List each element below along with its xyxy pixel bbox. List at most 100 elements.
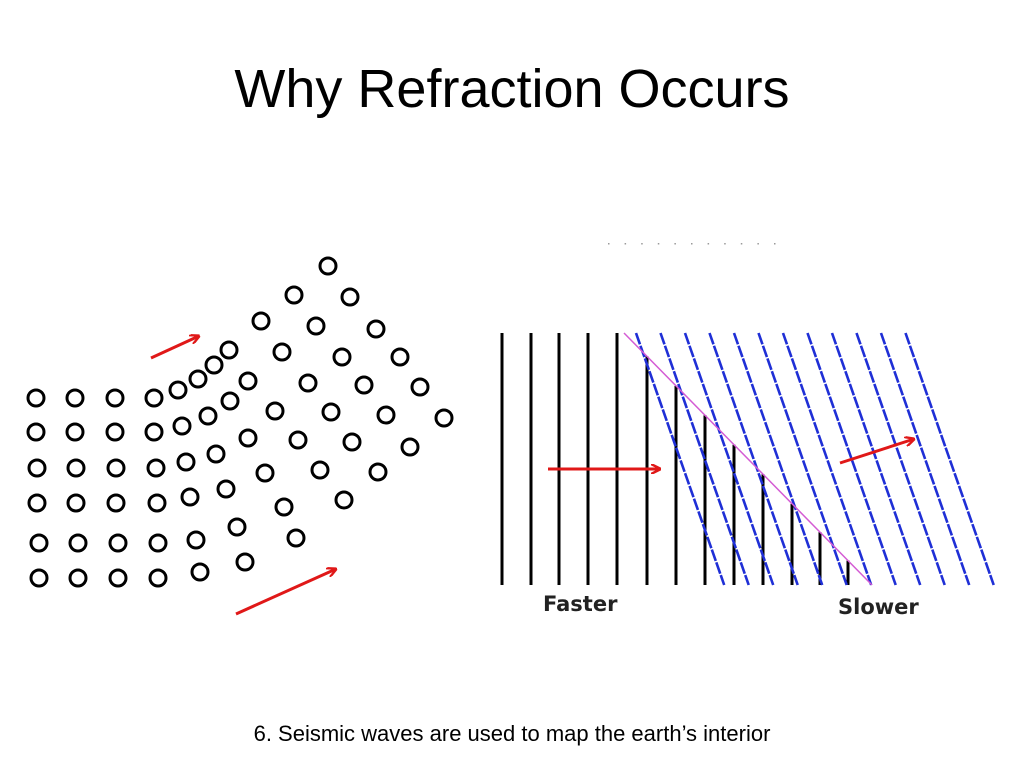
particle-9-1 — [306, 316, 326, 336]
particle-0-3 — [27, 493, 47, 513]
particle-0-0 — [26, 388, 46, 408]
particle-3-2 — [146, 458, 166, 478]
dot-10 — [774, 243, 776, 245]
particle-10-0 — [318, 256, 338, 276]
particle-4-2 — [176, 452, 196, 472]
slow-medium-wavefronts — [634, 332, 995, 586]
particle-2-5 — [108, 568, 128, 588]
particle-1-5 — [68, 568, 88, 588]
particle-6-1 — [220, 391, 240, 411]
slow-wavefront-6 — [781, 332, 873, 586]
slow-wavefront-4 — [732, 332, 824, 586]
particle-0-4 — [29, 533, 49, 553]
particle-5-4 — [227, 517, 247, 537]
slow-wavefront-10 — [879, 332, 971, 586]
particle-3-3 — [147, 493, 167, 513]
particle-4-5 — [190, 562, 210, 582]
slow-wavefront-1 — [659, 332, 750, 586]
dot-8 — [740, 243, 743, 245]
particle-3-0 — [144, 388, 164, 408]
particle-0-1 — [26, 422, 46, 442]
particle-2-1 — [105, 422, 125, 442]
particle-5-2 — [206, 444, 226, 464]
particle-1-4 — [68, 533, 88, 553]
dot-1 — [624, 243, 627, 245]
particle-5-1 — [198, 406, 218, 426]
particle-7-4 — [310, 460, 330, 480]
particle-4-0 — [168, 380, 188, 400]
slow-wavefront-0 — [634, 332, 726, 586]
particle-9-2 — [332, 347, 352, 367]
particle-7-3 — [288, 430, 308, 450]
particle-8-2 — [298, 373, 318, 393]
particle-4-3 — [180, 487, 200, 507]
medium-boundary — [623, 332, 873, 586]
dot-5 — [691, 243, 693, 245]
arrow-slow-medium — [839, 439, 914, 465]
particle-9-5 — [400, 437, 420, 457]
slow-wavefront-5 — [757, 332, 848, 586]
slide-title: Why Refraction Occurs — [234, 59, 790, 119]
label-faster: Faster — [543, 592, 618, 616]
particle-3-4 — [148, 533, 168, 553]
dot-4 — [674, 243, 676, 245]
dot-9 — [757, 243, 759, 245]
particle-6-5 — [286, 528, 306, 548]
particle-7-1 — [238, 371, 258, 391]
dot-7 — [724, 243, 726, 245]
dot-2 — [641, 243, 643, 245]
particle-4-4 — [186, 530, 206, 550]
particle-9-4 — [376, 405, 396, 425]
particle-10-1 — [340, 287, 360, 307]
particle-6-0 — [204, 355, 224, 375]
particle-8-4 — [342, 432, 362, 452]
direction-arrow-lower — [235, 569, 336, 616]
dotted-line — [608, 243, 776, 245]
slide-caption: 6. Seismic waves are used to map the ear… — [253, 721, 771, 746]
particle-1-3 — [66, 493, 86, 513]
direction-arrow-upper — [150, 336, 199, 360]
particle-10-5 — [434, 408, 454, 428]
particle-6-3 — [255, 463, 275, 483]
fast-medium-wavefronts — [500, 333, 850, 585]
particle-5-0 — [188, 369, 208, 389]
dot-6 — [707, 243, 710, 245]
slow-wavefront-2 — [683, 332, 775, 586]
particle-2-0 — [105, 388, 125, 408]
particle-9-0 — [284, 285, 304, 305]
particle-0-2 — [27, 458, 47, 478]
particle-8-5 — [368, 462, 388, 482]
particle-4-1 — [172, 416, 192, 436]
particle-6-4 — [274, 497, 294, 517]
particle-2-3 — [106, 493, 126, 513]
particle-10-3 — [390, 347, 410, 367]
particle-8-0 — [251, 311, 271, 331]
particle-10-4 — [410, 377, 430, 397]
particle-0-5 — [29, 568, 49, 588]
particle-8-3 — [321, 402, 341, 422]
particle-7-2 — [265, 401, 285, 421]
slow-wavefront-3 — [708, 332, 799, 586]
dot-0 — [608, 243, 610, 245]
label-slower: Slower — [838, 595, 919, 619]
particle-5-3 — [216, 479, 236, 499]
particle-5-5 — [235, 552, 255, 572]
particle-grid — [26, 256, 454, 588]
particle-7-5 — [334, 490, 354, 510]
slow-wavefront-9 — [855, 332, 946, 586]
particle-3-1 — [144, 422, 164, 442]
particle-1-1 — [65, 422, 85, 442]
particle-7-0 — [219, 340, 239, 360]
slow-wavefront-8 — [830, 332, 922, 586]
wavefront-diagram: Faster Slower — [500, 243, 995, 619]
particle-9-3 — [354, 375, 374, 395]
dot-3 — [657, 243, 660, 245]
slow-wavefront-11 — [904, 332, 995, 586]
particle-2-2 — [106, 458, 126, 478]
particle-8-1 — [272, 342, 292, 362]
particle-10-2 — [366, 319, 386, 339]
particle-6-2 — [238, 428, 258, 448]
particle-3-5 — [148, 568, 168, 588]
particle-2-4 — [108, 533, 128, 553]
